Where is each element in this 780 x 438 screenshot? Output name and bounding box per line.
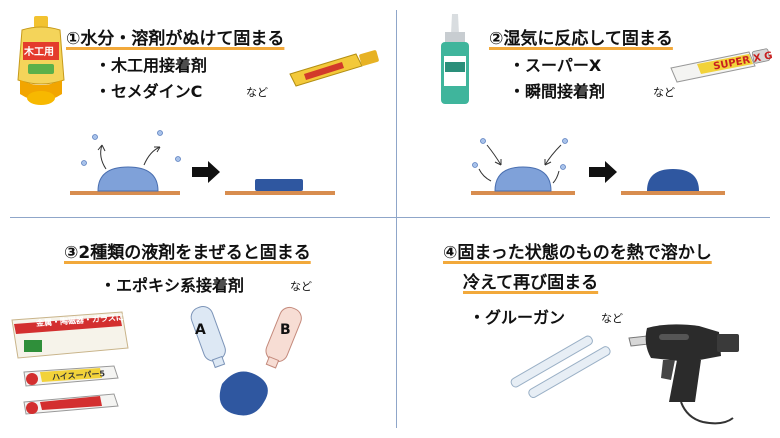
- section-title-line2: 冷えて再び固まる: [463, 273, 599, 293]
- super-x-tube-illustration: [670, 48, 771, 83]
- etc-label: など: [653, 86, 675, 99]
- quadrant-evaporation: 木工用 ①水分・溶剤がぬけて固まる ・木工用接着剤 ・セメダインC など: [0, 0, 396, 217]
- wood-glue-bottle-illustration: [17, 16, 65, 105]
- list-item: ・セメダインC: [95, 82, 203, 101]
- bottle-label: 木工用: [24, 47, 54, 58]
- etc-label: など: [246, 86, 268, 99]
- instant-glue-bottle-illustration: [441, 14, 469, 104]
- tube-a-label: A: [195, 322, 206, 338]
- quadrant-two-part: ③2種類の液剤をまぜると固まる ・エポキシ系接着剤 など 金属・陶磁器・ガラスに…: [0, 218, 396, 438]
- section-title: ①水分・溶剤がぬけて固まる: [66, 29, 285, 49]
- section-title-line1: ④固まった状態のものを熱で溶かし: [443, 243, 712, 263]
- vertical-divider: [396, 10, 397, 428]
- cemedine-tube-illustration: [289, 50, 379, 87]
- quadrant-moisture: SUPER X G ②湿気に反応して固まる ・スーパーX ・瞬間接着剤 など: [397, 0, 780, 217]
- tube-b-label: B: [280, 322, 291, 338]
- list-item: ・木工用接着剤: [95, 56, 208, 75]
- section-title: ②湿気に反応して固まる: [489, 29, 673, 49]
- list-item: ・エポキシ系接着剤: [100, 276, 245, 295]
- list-item: ・グルーガン: [469, 308, 566, 327]
- etc-label: など: [290, 280, 312, 293]
- horizontal-divider: [10, 217, 770, 218]
- glue-sticks-illustration: [510, 335, 611, 399]
- list-item: ・瞬間接着剤: [509, 82, 606, 101]
- evaporation-diagram: [70, 130, 335, 195]
- list-item: ・スーパーX: [509, 56, 602, 75]
- etc-label: など: [601, 312, 623, 325]
- quadrant-hot-melt: ④固まった状態のものを熱で溶かし 冷えて再び固まる ・グルーガン など: [397, 218, 780, 438]
- epoxy-package-illustration: [11, 311, 129, 415]
- glue-gun-illustration: [628, 324, 739, 425]
- moisture-curing-diagram: [471, 138, 725, 195]
- mixing-illustration: [190, 306, 302, 416]
- section-title: ③2種類の液剤をまぜると固まる: [64, 243, 311, 263]
